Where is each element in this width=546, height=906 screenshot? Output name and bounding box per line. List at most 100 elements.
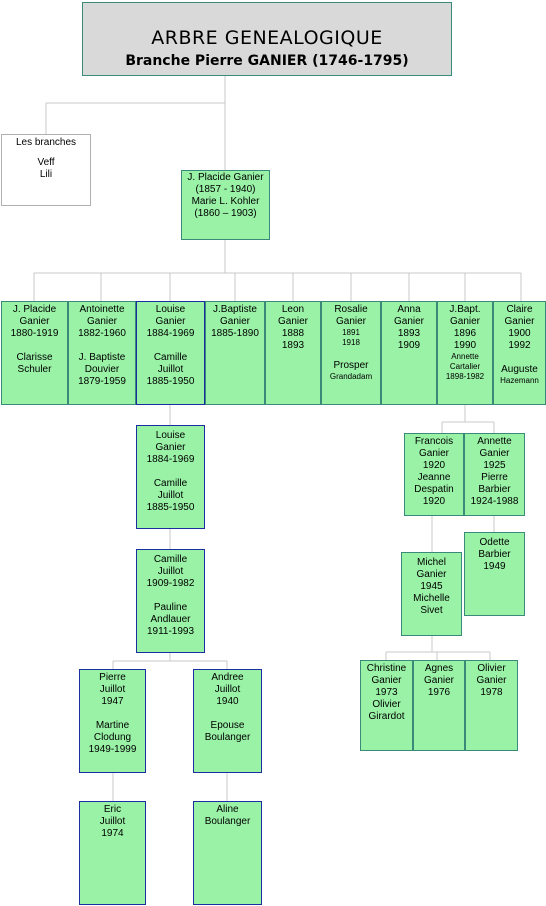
person-text-line: Pauline (153, 602, 188, 613)
person-text-line: 1947 (101, 696, 124, 707)
person-text-line: 1992 (508, 340, 531, 351)
person-text-line: 1920 (422, 460, 446, 471)
person-text-line: Boulanger (204, 816, 251, 827)
person-text-line: Auguste (501, 364, 538, 375)
person-text-line: Michel (417, 557, 446, 568)
person-text-line: Eric (103, 804, 122, 815)
branches-box: Les branches Veff Lili (1, 134, 91, 206)
line-gap (80, 708, 145, 720)
person-text-line: Aline (216, 804, 239, 815)
person-text-line: 1891 (342, 328, 360, 337)
person-text-line: 1900 (508, 328, 531, 339)
person-text-line: Ganier (371, 675, 402, 686)
person-text-line: 1884-1969 (146, 454, 195, 465)
line-gap (194, 708, 261, 720)
person-text-line: Ganier (416, 569, 447, 580)
person-text-line: Ganier (277, 316, 308, 327)
person-text-line: 1949 (483, 561, 506, 572)
person-text-line: Prosper (333, 360, 369, 371)
person-text-line: Girardot (368, 711, 405, 722)
person-text-line: 1879-1959 (78, 376, 126, 387)
person-text-line: Barbier (478, 549, 511, 560)
person-text-line: 1990 (453, 340, 477, 351)
person-text-line: Cartalier (449, 362, 481, 371)
person-text-line: Leon (281, 304, 305, 315)
person-text-line: Jeanne (417, 472, 451, 483)
person-text-line: Boulanger (204, 732, 251, 743)
person-text-line: 1974 (101, 828, 124, 839)
person-text-line: 1978 (480, 687, 503, 698)
person-text-line: J.Baptiste (213, 304, 257, 315)
branch-item: Lili (39, 169, 53, 180)
person-text-line: Ganier (86, 316, 117, 327)
person-text-line: Juillot (99, 816, 126, 827)
line-gap (69, 340, 135, 352)
person-text-line: Andlauer (150, 614, 191, 625)
person-text-line: Grandadam (329, 372, 373, 381)
person-text-line: 1918 (342, 338, 360, 347)
person-text-line: Camille (153, 554, 188, 565)
person-root: J. Placide Ganier(1857 - 1940)Marie L. K… (181, 170, 270, 240)
person-text-line: 1880-1919 (10, 328, 59, 339)
person-text-line: Camille (153, 478, 188, 489)
person-text-line: Hazemann (500, 376, 539, 385)
person-text-line: J.Bapt. (449, 304, 481, 315)
person-text-line: 1885-1950 (146, 502, 195, 513)
person-text-line: Martine (95, 720, 130, 731)
person-text-line: Andree (211, 672, 244, 683)
person-text-line: Ganier (155, 442, 186, 453)
branch-item: Veff (37, 157, 55, 168)
person-text-line: J. Placide (12, 304, 57, 315)
person-text-line: 1911-1993 (146, 626, 195, 637)
person-text-line: Marie L. Kohler (191, 196, 260, 207)
person-text-line: Odette (479, 537, 510, 548)
person-text-line: Schuler (17, 364, 52, 375)
person-text-line: Antoinette (79, 304, 125, 315)
line-gap (322, 348, 380, 360)
person-text-line: Anna (397, 304, 421, 315)
person-text-line: Annette (477, 436, 512, 447)
person-text-line: Rosalie (334, 304, 368, 315)
person-text-line: Ganier (418, 448, 449, 459)
person-text-line: 1945 (420, 581, 443, 592)
person-text-line: Juillot (157, 364, 184, 375)
person-text-line: 1925 (483, 460, 506, 471)
line-gap (2, 340, 67, 352)
person-text-line: 1884-1969 (146, 328, 195, 339)
person-text-line: Juillot (157, 490, 184, 501)
person-text-line: Ganier (476, 675, 507, 686)
person-text-line: 1976 (427, 687, 451, 698)
person-text-line: Clarisse (16, 352, 53, 363)
person-text-line: Olivier (372, 699, 401, 710)
person-text-line: 1940 (216, 696, 239, 707)
person-text-line: Ganier (504, 316, 535, 327)
person-text-line: Ganier (479, 448, 510, 459)
person-text-line: Juillot (214, 684, 241, 695)
person-text-line: 1898-1982 (445, 372, 485, 381)
person-text-line: Pierre (99, 672, 126, 683)
person-text-line: 1888 (281, 328, 305, 339)
person-text-line: Ganier (449, 316, 480, 327)
person-text-line: 1949-1999 (88, 744, 137, 755)
person-text-line: 1893 (281, 340, 305, 351)
person-text-line: 1909-1982 (146, 578, 195, 589)
person-text-line: 1885-1950 (146, 376, 195, 387)
person-text-line: Epouse (210, 720, 245, 731)
person-text-line: Louise (155, 304, 186, 315)
person-text-line: (1860 – 1903) (194, 208, 257, 219)
person-text-line: Douvier (84, 364, 120, 375)
